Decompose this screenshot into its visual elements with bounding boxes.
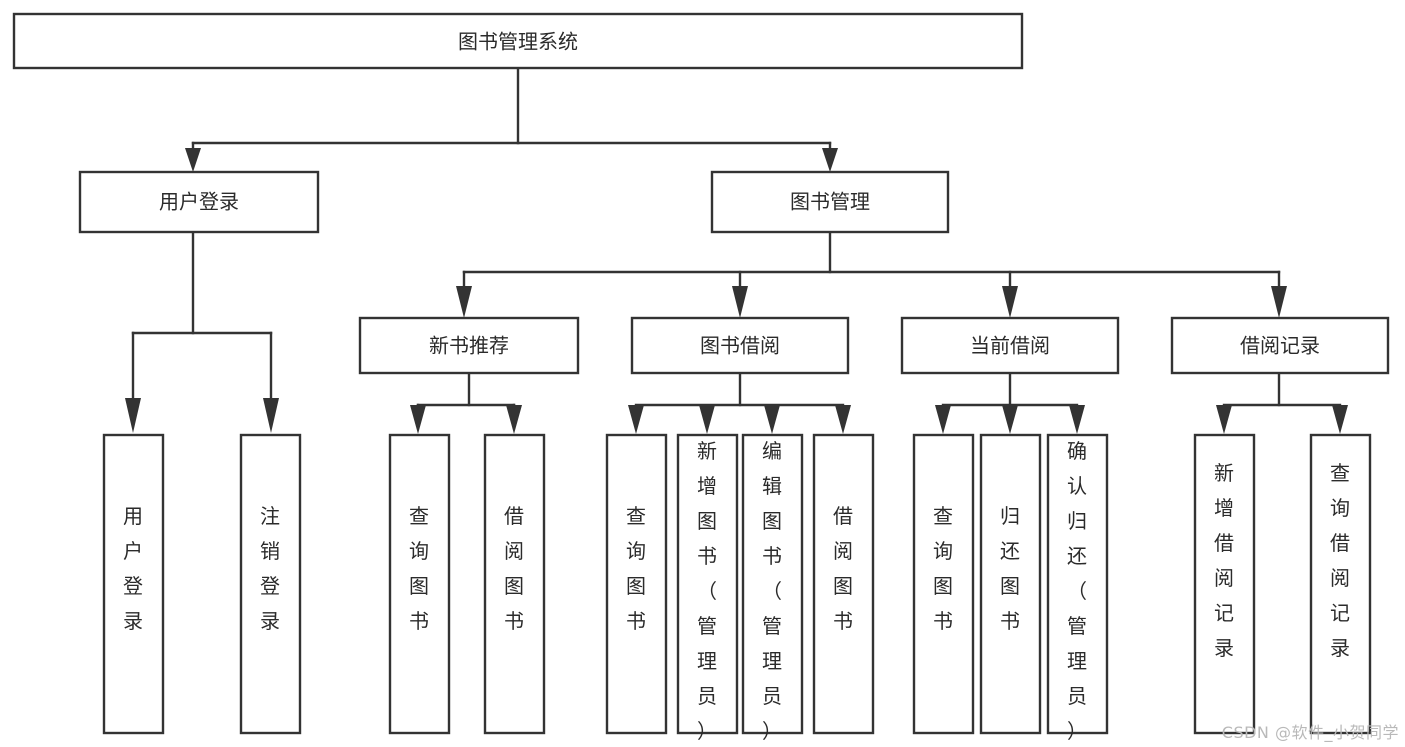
arrow-book-manage-to-new-book-rec-icon [456,286,472,318]
node-user-login-box[interactable] [78,170,320,234]
arrow-user-login-to-login-do-icon [125,398,141,433]
node-current-borrow[interactable]: 当前借阅 [900,316,1120,375]
arrow-book-manage-to-borrow-record-icon [1271,286,1287,318]
node-br-query[interactable]: 查询借阅记录 [1309,433,1372,735]
connector-group-book-borrow [628,371,851,434]
node-cb-confirm[interactable]: 确认归还（管理员） [1046,433,1109,743]
node-book-borrow[interactable]: 图书借阅 [630,316,850,375]
node-current-borrow-box[interactable] [900,316,1120,375]
node-borrow-record-box[interactable] [1170,316,1390,375]
arrow-book-borrow-to-bb-edit-icon [764,405,780,434]
node-bb-add-box[interactable] [676,433,739,735]
node-book-borrow-label: 图书借阅 [700,334,780,358]
node-rec-query[interactable]: 查询图书 [388,433,451,735]
arrow-root-to-user-login-icon [185,148,201,172]
arrow-book-borrow-to-bb-query-icon [628,405,644,434]
arrow-book-borrow-to-bb-borrow-icon [835,405,851,434]
node-root-box[interactable] [12,12,1024,70]
node-bb-add-label: 新增图书（管理员） [697,439,717,743]
node-rec-query-label: 查询图书 [409,504,429,633]
arrow-root-to-book-manage-icon [822,148,838,172]
connector-group-user-login [125,230,279,433]
connector-group-book-manage [456,230,1287,318]
node-book-manage-box[interactable] [710,170,950,234]
node-book-borrow-box[interactable] [630,316,850,375]
node-login-do-box[interactable] [102,433,165,735]
node-cb-query-label: 查询图书 [933,504,953,633]
arrow-user-login-to-logout-do-icon [263,398,279,433]
node-new-book-rec[interactable]: 新书推荐 [358,316,580,375]
node-bb-borrow-box[interactable] [812,433,875,735]
node-login-do-label: 用户登录 [123,504,143,633]
watermark-text: CSDN @软件_小贺同学 [1221,723,1399,742]
node-br-query-label: 查询借阅记录 [1330,461,1350,660]
node-root-label: 图书管理系统 [458,30,578,54]
node-bb-edit-label: 编辑图书（管理员） [762,439,782,743]
arrow-borrow-record-to-br-add-icon [1216,405,1232,434]
connector-group-current-borrow [935,371,1085,434]
node-bb-query[interactable]: 查询图书 [605,433,668,735]
connector-group-new-book-rec [410,371,522,434]
node-br-add-label: 新增借阅记录 [1214,461,1234,660]
node-rec-borrow[interactable]: 借阅图书 [483,433,546,735]
arrow-new-book-rec-to-rec-borrow-icon [506,405,522,434]
arrow-current-borrow-to-cb-query-icon [935,405,951,434]
arrow-book-borrow-to-bb-add-icon [699,405,715,434]
node-cb-return-label: 归还图书 [1000,504,1020,633]
node-root[interactable]: 图书管理系统 [12,12,1024,70]
node-bb-query-box[interactable] [605,433,668,735]
node-logout-do[interactable]: 注销登录 [239,433,302,735]
node-cb-query-box[interactable] [912,433,975,735]
node-user-login-label: 用户登录 [159,190,239,214]
node-rec-query-box[interactable] [388,433,451,735]
node-borrow-record-label: 借阅记录 [1240,334,1320,358]
node-bb-edit-box[interactable] [741,433,804,735]
node-rec-borrow-label: 借阅图书 [504,504,524,633]
connector-group-borrow-record [1216,371,1348,434]
node-br-query-box[interactable] [1309,433,1372,735]
node-cb-return-box[interactable] [979,433,1042,735]
arrow-book-manage-to-book-borrow-icon [732,286,748,318]
node-login-do[interactable]: 用户登录 [102,433,165,735]
arrow-current-borrow-to-cb-confirm-icon [1069,405,1085,434]
arrow-book-manage-to-current-borrow-icon [1002,286,1018,318]
node-bb-add[interactable]: 新增图书（管理员） [676,433,739,743]
node-cb-return[interactable]: 归还图书 [979,433,1042,735]
node-new-book-rec-box[interactable] [358,316,580,375]
node-cb-confirm-box[interactable] [1046,433,1109,735]
node-bb-query-label: 查询图书 [626,504,646,633]
node-bb-borrow[interactable]: 借阅图书 [812,433,875,735]
node-bb-edit[interactable]: 编辑图书（管理员） [741,433,804,743]
node-cb-confirm-label: 确认归还（管理员） [1067,439,1087,743]
node-book-manage-label: 图书管理 [790,190,870,214]
node-new-book-rec-label: 新书推荐 [429,334,509,358]
node-br-add[interactable]: 新增借阅记录 [1193,433,1256,735]
arrow-borrow-record-to-br-query-icon [1332,405,1348,434]
node-logout-do-label: 注销登录 [260,504,280,633]
node-logout-do-box[interactable] [239,433,302,735]
node-rec-borrow-box[interactable] [483,433,546,735]
node-cb-query[interactable]: 查询图书 [912,433,975,735]
arrow-new-book-rec-to-rec-query-icon [410,405,426,434]
node-book-manage[interactable]: 图书管理 [710,170,950,234]
node-borrow-record[interactable]: 借阅记录 [1170,316,1390,375]
node-bb-borrow-label: 借阅图书 [833,504,853,633]
connector-group-root [185,66,838,172]
node-br-add-box[interactable] [1193,433,1256,735]
node-user-login[interactable]: 用户登录 [78,170,320,234]
node-current-borrow-label: 当前借阅 [970,334,1050,358]
arrow-current-borrow-to-cb-return-icon [1002,405,1018,434]
